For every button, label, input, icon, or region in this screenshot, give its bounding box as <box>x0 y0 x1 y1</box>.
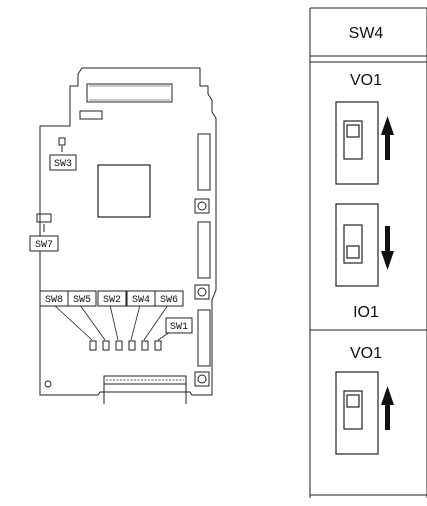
label-sw7: SW7 <box>35 240 53 251</box>
mount-hole <box>197 287 207 297</box>
settings-table: SW4 VO1 IO1 VO1 <box>309 7 427 498</box>
right-connector-3 <box>197 309 211 367</box>
table-header: SW4 <box>349 25 384 42</box>
dip-switch-up <box>335 371 379 455</box>
sw6-switch <box>141 340 149 351</box>
arrow-up-icon <box>381 386 394 430</box>
mount-hole <box>197 201 207 211</box>
sw8-switch <box>89 340 97 351</box>
row1-label-bottom: IO1 <box>353 304 379 321</box>
label-sw1: SW1 <box>170 322 188 333</box>
pcb-board <box>36 67 217 404</box>
dip-switch-up <box>335 101 379 185</box>
label-sw4: SW4 <box>132 295 150 306</box>
switch-labels: SW3 SW7 SW8 SW5 SW2 SW4 SW6 SW1 <box>29 154 193 334</box>
sw2-switch <box>115 340 123 351</box>
arrow-down-icon <box>381 226 394 270</box>
sw5-switch <box>102 340 110 351</box>
small-component <box>79 110 103 120</box>
board-outline <box>39 67 217 396</box>
label-sw2: SW2 <box>103 295 121 306</box>
right-connector-1 <box>197 133 211 191</box>
sw1-switch <box>154 340 162 351</box>
row2-label: VO1 <box>350 345 382 362</box>
sw4-switch <box>128 340 136 351</box>
label-sw6: SW6 <box>160 295 178 306</box>
right-connector-2 <box>197 221 211 279</box>
dip-switch-down <box>335 203 379 287</box>
bottom-edge-connector <box>103 375 187 385</box>
main-chip <box>97 164 151 218</box>
row1-label-top: VO1 <box>350 72 382 89</box>
label-sw3: SW3 <box>54 159 72 170</box>
top-connector <box>86 83 173 103</box>
mount-hole <box>44 380 52 388</box>
mount-hole <box>197 374 207 384</box>
label-sw8: SW8 <box>45 295 63 306</box>
sw3-switch <box>58 137 66 146</box>
label-sw5: SW5 <box>73 295 91 306</box>
arrow-up-icon <box>381 116 394 160</box>
sw7-switch <box>36 213 52 223</box>
